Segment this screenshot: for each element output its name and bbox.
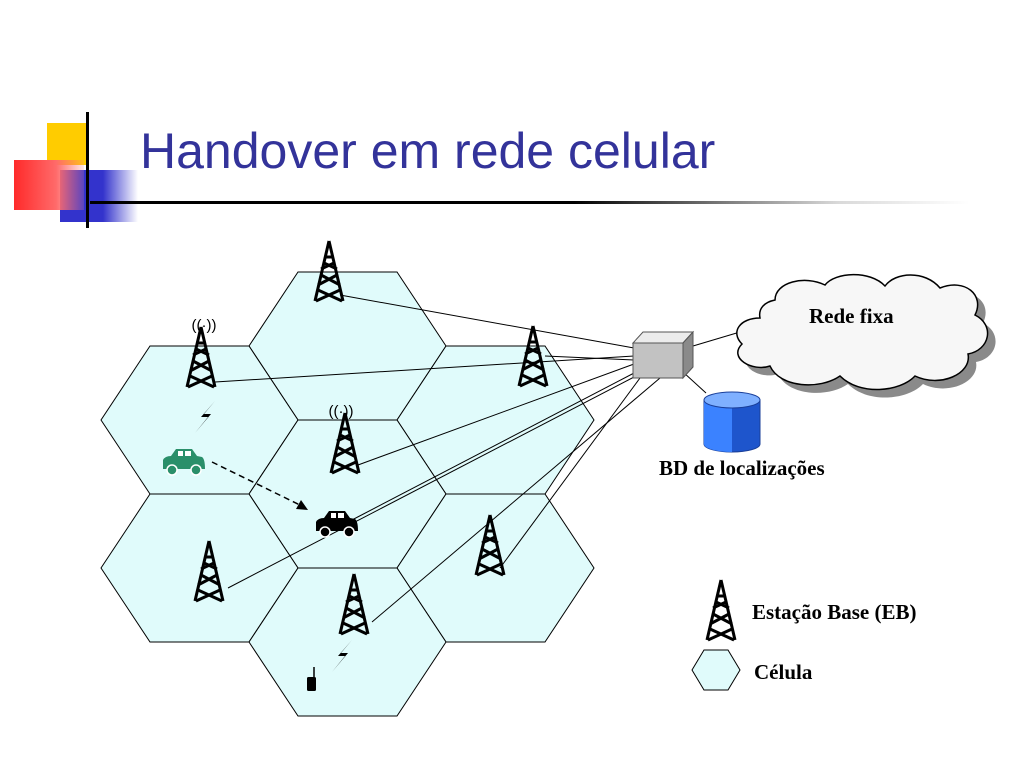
movement-arrowhead — [296, 500, 308, 510]
page-title: Handover em rede celular — [140, 123, 716, 179]
deco-red-square — [14, 160, 84, 210]
cell-bottom — [248, 567, 447, 717]
deco-yellow-square — [47, 123, 89, 165]
deco-vertical-line — [86, 112, 89, 228]
switch-db-link — [682, 371, 707, 394]
location-db-label: BD de localizações — [659, 456, 825, 480]
legend-base-station-icon — [705, 578, 737, 642]
cloud-icon — [736, 273, 996, 398]
signal-waves-icon: ((·)) — [192, 317, 217, 334]
fixed-network-label: Rede fixa — [809, 304, 894, 328]
legend-cell-icon — [691, 649, 741, 691]
switch-cloud-link — [692, 331, 741, 347]
mobile-phone-icon — [307, 667, 316, 691]
legend-base-station-label: Estação Base (EB) — [752, 600, 917, 624]
switch-box-icon — [631, 330, 695, 380]
cell-grid — [100, 271, 595, 717]
title-underline — [90, 201, 970, 204]
movement-arrow — [211, 461, 303, 507]
database-icon — [703, 391, 761, 453]
signal-waves-icon: ((·)) — [329, 403, 354, 420]
legend-cell-label: Célula — [754, 660, 813, 684]
station-links — [214, 294, 661, 623]
